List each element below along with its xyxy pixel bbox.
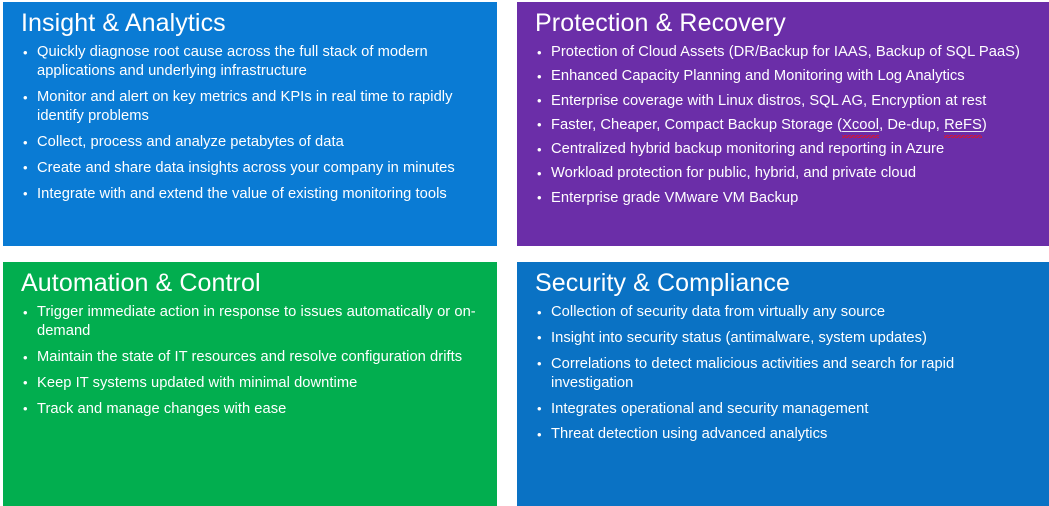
list-item: Quickly diagnose root cause across the f…	[15, 43, 487, 82]
list-item: Track and manage changes with ease	[15, 399, 487, 419]
panel-insight-analytics: Insight & Analytics Quickly diagnose roo…	[3, 2, 497, 246]
panel-title-insight-analytics: Insight & Analytics	[21, 9, 226, 37]
panel-title-protection-recovery: Protection & Recovery	[535, 9, 786, 37]
list-item: Enterprise coverage with Linux distros, …	[529, 91, 1039, 111]
panel-protection-recovery: Protection & Recovery Protection of Clou…	[517, 2, 1049, 246]
list-item: Collection of security data from virtual…	[529, 302, 1039, 322]
list-item: Trigger immediate action in response to …	[15, 303, 487, 342]
panel-security-compliance: Security & Compliance Collection of secu…	[517, 262, 1049, 506]
list-item: Integrate with and extend the value of e…	[15, 184, 487, 204]
bullet-list-insight-analytics: Quickly diagnose root cause across the f…	[15, 43, 487, 204]
list-item: Monitor and alert on key metrics and KPI…	[15, 88, 487, 127]
bullet-list-security-compliance: Collection of security data from virtual…	[529, 302, 1039, 445]
list-item: Correlations to detect malicious activit…	[529, 354, 1039, 394]
bullet-list-protection-recovery: Protection of Cloud Assets (DR/Backup fo…	[529, 42, 1039, 208]
list-item: Create and share data insights across yo…	[15, 158, 487, 178]
list-item: Protection of Cloud Assets (DR/Backup fo…	[529, 42, 1039, 62]
spellcheck-word: ReFS	[944, 116, 982, 139]
bullet-list-automation-control: Trigger immediate action in response to …	[15, 303, 487, 419]
list-item: Enhanced Capacity Planning and Monitorin…	[529, 67, 1039, 87]
list-item: Keep IT systems updated with minimal dow…	[15, 373, 487, 393]
panel-title-security-compliance: Security & Compliance	[535, 269, 790, 297]
list-item: Threat detection using advanced analytic…	[529, 425, 1039, 445]
list-item: Workload protection for public, hybrid, …	[529, 164, 1039, 184]
list-item: Centralized hybrid backup monitoring and…	[529, 140, 1039, 160]
list-item: Integrates operational and security mana…	[529, 399, 1039, 419]
list-item-spellchecked: Faster, Cheaper, Compact Backup Storage …	[529, 115, 1039, 139]
list-item: Insight into security status (antimalwar…	[529, 328, 1039, 348]
list-item: Collect, process and analyze petabytes o…	[15, 133, 487, 153]
list-item: Enterprise grade VMware VM Backup	[529, 188, 1039, 208]
spellcheck-word: Xcool	[842, 116, 880, 139]
list-item: Maintain the state of IT resources and r…	[15, 348, 487, 368]
panel-title-automation-control: Automation & Control	[21, 269, 261, 297]
panel-automation-control: Automation & Control Trigger immediate a…	[3, 262, 497, 506]
